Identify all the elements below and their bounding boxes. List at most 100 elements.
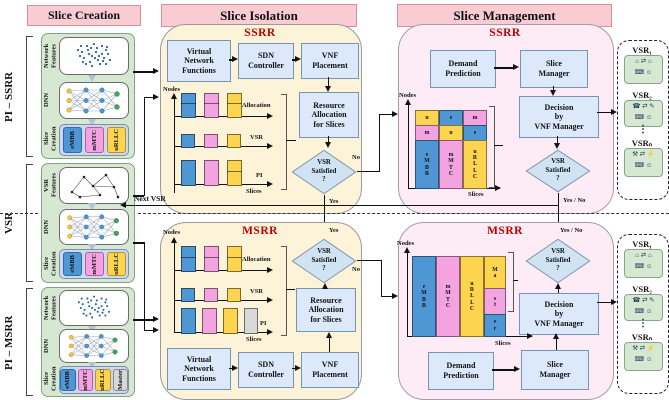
bar [204,246,219,272]
vsr-satisfied-decision: VSR Satisfied ? [525,149,591,193]
connector-line [292,368,296,370]
arrowhead [325,86,332,92]
management-msrr-title: MSRR [487,225,523,237]
arrowhead [611,109,617,115]
connector-line [553,86,555,93]
vsrn-label: VSRₙ [631,332,653,342]
connector-line [328,336,330,352]
bar [181,134,195,148]
vsr-features-label: VSR Features [43,172,58,198]
vsrn-devices-icon: ⚒ ⇄ ⚡ ⌨ ☺ [624,342,663,371]
connector-line [143,97,156,99]
connector-line [286,140,296,141]
chip-mmtc: mMTC [84,252,104,276]
bar [227,93,242,118]
arrowhead [171,93,178,99]
isolation-ssrr-title: SSRR [244,27,276,39]
axis-label-slices: Slices [468,191,484,198]
dnn-icon [59,329,129,363]
connector-line [379,114,393,116]
row-label-pi: PI [256,172,263,179]
connector-line [597,112,614,114]
connector-line [513,280,518,281]
bar-embb: e M B B [415,140,439,189]
connector-line [328,77,330,87]
flow-label-yes: Yes [329,198,339,205]
arrowhead [554,283,561,289]
bracket-pi-ssrr [26,36,33,157]
network-features-label: Network Features [43,43,58,69]
connector-line [229,59,233,61]
bar [204,134,218,148]
dnn-label: DNN [43,338,50,353]
half-divider-dashed [138,213,669,214]
ellipsis: ⋮ [638,318,648,329]
vsr-satisfied-decision: VSR Satisfied ? [291,238,357,284]
chart-bracket [281,94,287,190]
arrowhead [404,247,411,253]
device-icons: ⌨ ☺ [634,162,653,170]
axis-label-nodes: Nodes [397,240,414,247]
sdn-controller-box: SDN Controller [238,43,294,79]
connector-line [143,330,156,332]
arrowhead [553,333,560,339]
x-axis [174,184,270,186]
next-vsr-label: Next VSR [134,194,166,203]
bar-master-segment: s t [484,288,506,316]
bar [181,288,195,302]
arrowhead [527,333,533,339]
bar [202,308,217,334]
arrowhead [495,185,501,191]
bar [204,93,219,118]
chip-mmtc: mMTC [84,127,104,153]
bar [181,246,196,272]
axis-label-nodes: Nodes [163,86,180,93]
vnf-box: Virtual Network Functions [167,40,231,82]
device-icons: ⌂ ⇄ ⌂ [635,252,652,259]
arrowhead [325,142,332,148]
dnn-icon [59,209,129,245]
axis-label-slices: Slices [246,188,262,195]
connector-line [557,287,559,293]
vsr-satisfied-decision: VSR Satisfied ? [291,149,357,195]
bar [227,134,241,148]
arrowhead [120,201,126,208]
chart-bracket [489,106,495,188]
vsr-features-graph-icon [59,167,129,204]
axis-label-slices: Slices [246,336,262,343]
arrowhead [153,327,159,333]
vsrn-devices-icon: ⚒ ⇄ ⚡ ⌨ ☺ [624,148,663,177]
arrowhead [267,267,273,273]
bar [223,308,238,334]
header-slice-creation: Slice Creation [27,5,141,26]
chip-mmtc: mMTC [77,369,93,391]
down-arrow-icon [88,244,96,251]
header-slice-management: Slice Management [397,4,612,27]
device-icons: ⌨ ☺ [634,114,653,122]
down-arrow-icon [88,75,96,82]
arrowhead [232,365,238,371]
connector-line [494,145,503,146]
vsr2-devices-icon: ☎ ⇄ ✎ ⌨ ☺ [624,100,663,127]
flow-label-no: No [352,154,360,161]
arrowhead [325,332,332,338]
chart-bracket [281,246,287,336]
vsr1-devices-icon: ⌂ ⇄ ⌂ ⌨ ☺ [624,249,663,278]
slice-manager-box: Slice Manager [520,50,588,88]
vsr2-label: VSR₂ [632,284,652,294]
connector-line [143,242,145,331]
demand-prediction-box: Demand Prediction [430,50,496,88]
vsr2-devices-icon: ☎ ⇄ ✎ ⌨ ☺ [624,294,663,321]
axis-label-nodes: Nodes [163,229,180,236]
arrowhead [405,99,412,105]
bar [181,93,196,118]
connector-line [357,260,382,262]
chip-embb: eMBB [62,252,82,276]
flow-label-yes-no: Yes / No [563,197,586,204]
sdn-controller-box: SDN Controller [238,352,294,388]
demand-prediction-box: Demand Prediction [428,352,494,390]
arrowhead [550,90,557,96]
row-label-vsr: VSR [250,288,264,295]
flow-label-yes: Yes [329,227,339,234]
